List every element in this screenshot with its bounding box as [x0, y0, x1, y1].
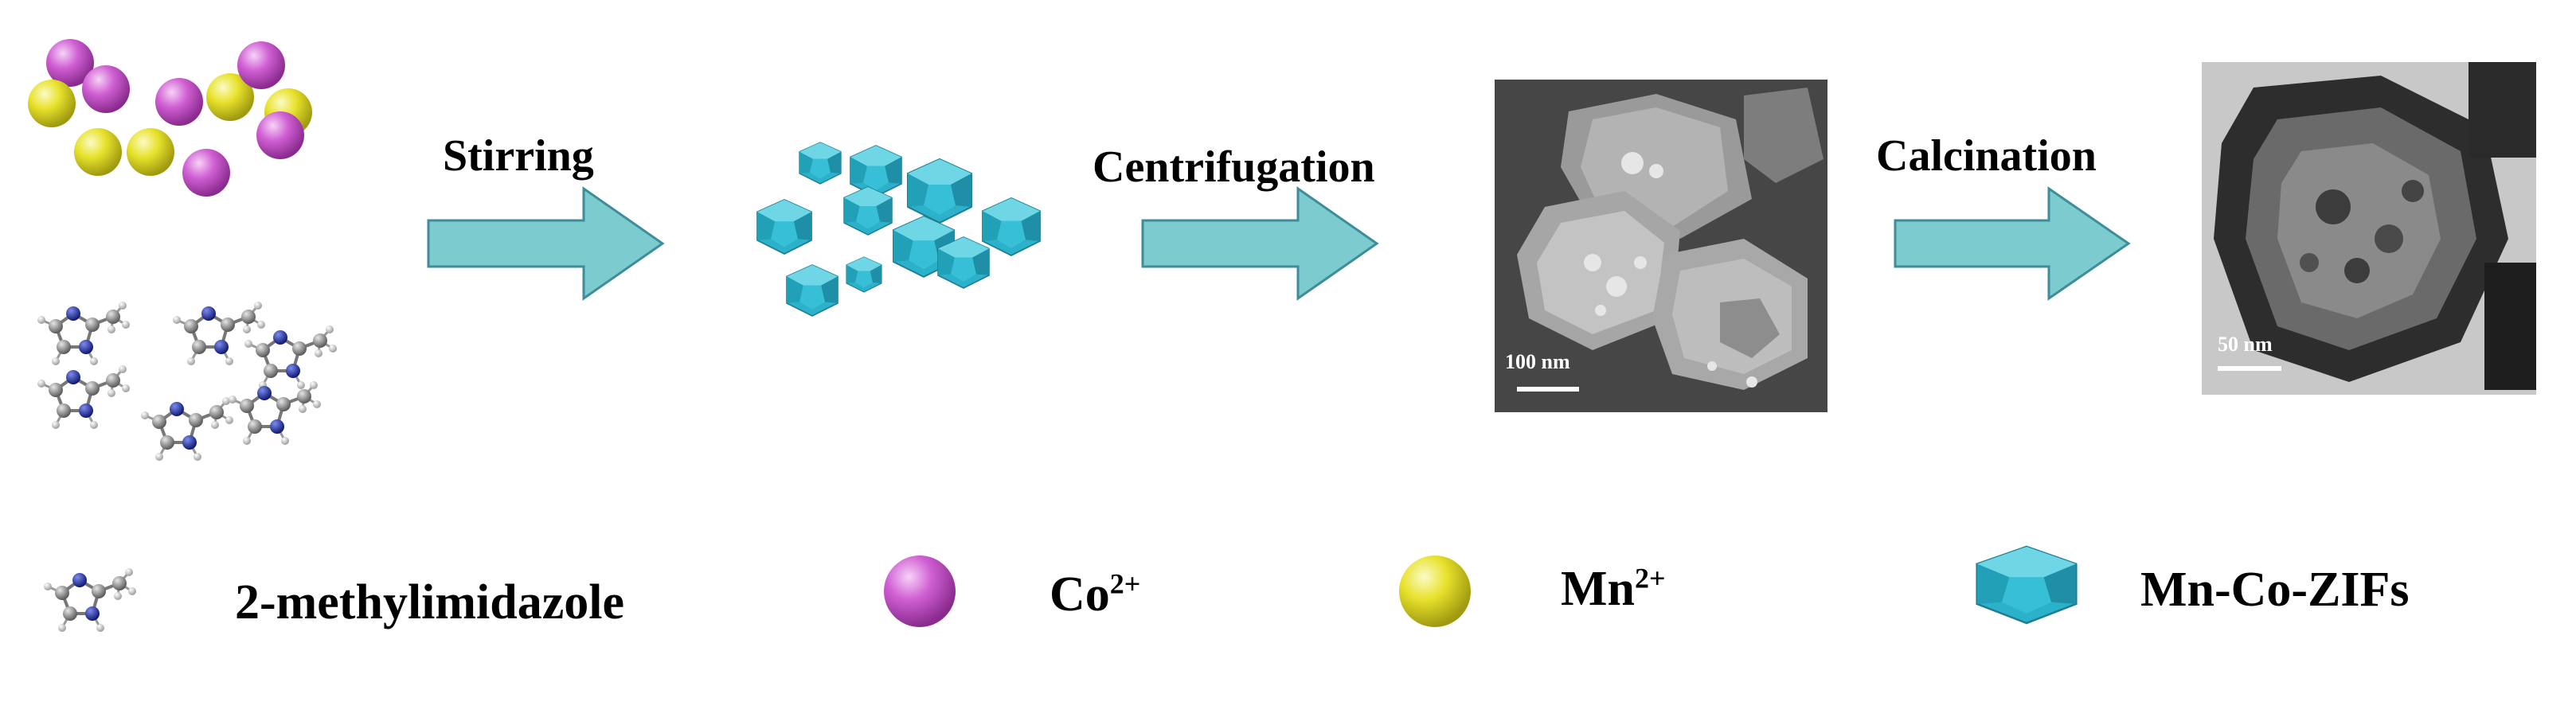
ligand-molecule	[243, 324, 338, 391]
zif-crystal	[846, 256, 882, 293]
centrifugation-arrow	[1141, 186, 1379, 301]
cobalt-ion-sphere	[237, 41, 285, 89]
legend-manganese-icon	[1399, 555, 1471, 627]
manganese-ion-sphere	[127, 128, 174, 176]
manganese-ion-sphere	[206, 73, 254, 121]
zif-crystal	[907, 158, 972, 224]
step-label-centrifugation: Centrifugation	[1093, 142, 1375, 192]
ligand-molecule	[227, 380, 322, 446]
zif-crystal	[786, 264, 838, 317]
tem-micrograph	[2202, 62, 2536, 395]
legend-label-ligand: 2-methylimidazole	[235, 575, 625, 629]
sem-scale-label: 100 nm	[1505, 350, 1570, 373]
legend-manganese-symbol: Mn	[1561, 562, 1635, 616]
zif-crystal	[756, 199, 812, 255]
legend-cobalt-charge: 2+	[1109, 567, 1141, 600]
cobalt-ion-sphere	[182, 149, 230, 197]
stirring-arrow	[427, 186, 665, 301]
sem-micrograph	[1495, 80, 1827, 412]
legend-label-cobalt: Co2+	[1050, 567, 1140, 623]
manganese-ion-sphere	[74, 128, 122, 176]
ligand-molecule	[36, 364, 131, 431]
legend-ligand-icon	[42, 567, 138, 633]
tem-scale-bar	[2218, 366, 2281, 371]
step-label-calcination: Calcination	[1876, 131, 2097, 181]
manganese-ion-sphere	[28, 80, 76, 127]
ligand-molecule	[139, 396, 235, 462]
zif-crystal-cluster	[756, 142, 1041, 317]
step-label-stirring: Stirring	[443, 131, 594, 181]
legend-zif-icon	[1976, 545, 2078, 625]
ligand-molecule	[171, 300, 267, 367]
zif-crystal	[937, 236, 990, 289]
zif-crystal	[799, 142, 842, 185]
legend-cobalt-symbol: Co	[1050, 567, 1110, 622]
zif-crystal	[843, 186, 893, 236]
calcination-arrow	[1894, 186, 2131, 301]
cobalt-ion-sphere	[82, 65, 130, 113]
cobalt-ion-sphere	[155, 78, 203, 126]
ligand-molecule	[36, 300, 131, 367]
legend-label-manganese: Mn2+	[1561, 561, 1666, 618]
cobalt-ion-sphere	[46, 39, 94, 87]
cobalt-ion-sphere	[256, 111, 304, 159]
ligand-cluster	[36, 300, 338, 462]
tem-scale-label: 50 nm	[2218, 333, 2273, 356]
legend-cobalt-icon	[884, 555, 956, 627]
sem-scale-bar	[1517, 387, 1579, 392]
zif-crystal	[850, 145, 902, 197]
legend-label-zif: Mn-Co-ZIFs	[2140, 563, 2410, 617]
zif-crystal	[982, 197, 1041, 256]
metal-ion-cluster	[28, 39, 312, 197]
legend-manganese-charge: 2+	[1635, 562, 1666, 594]
